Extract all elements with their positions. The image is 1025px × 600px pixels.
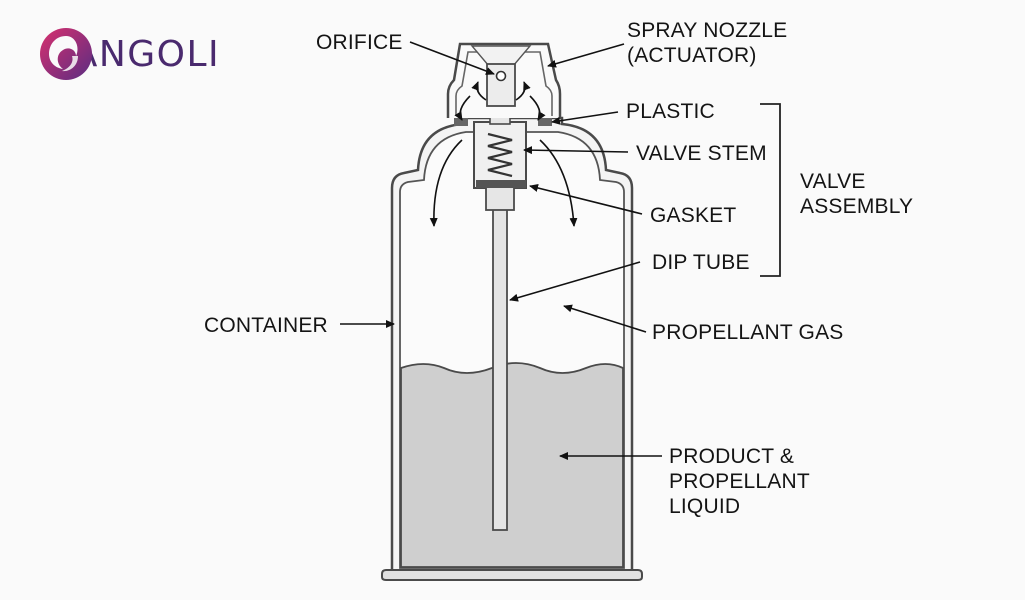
valve-spring [487, 132, 513, 178]
label-gasket: GASKET [650, 204, 737, 227]
plastic-cap-left [454, 118, 468, 126]
yangoli-logo-icon [40, 28, 92, 80]
label-container: CONTAINER [204, 314, 328, 337]
label-propellant-gas: PROPELLANT GAS [652, 321, 844, 344]
brand-logo: YANGOLI [38, 26, 220, 82]
container-base [381, 569, 643, 581]
spray-nozzle [446, 42, 562, 118]
liquid-fill [400, 362, 624, 568]
plastic-cap-right [538, 118, 552, 126]
label-dip-tube: DIP TUBE [652, 251, 750, 274]
label-plastic: PLASTIC [626, 100, 715, 123]
label-valve-assembly: VALVE ASSEMBLY [800, 170, 914, 218]
label-valve-stem: VALVE STEM [636, 142, 767, 165]
gasket [476, 180, 526, 188]
dip-tube [492, 205, 508, 531]
flow-arrows [429, 81, 578, 227]
label-orifice: ORIFICE [316, 31, 403, 54]
valve-assembly-bracket [760, 103, 781, 277]
orifice-hole [495, 70, 507, 82]
label-spray-nozzle: SPRAY NOZZLE (ACTUATOR) [627, 19, 788, 67]
leader-arrows [340, 41, 662, 460]
label-product-liquid: PRODUCT & PROPELLANT LIQUID [669, 445, 810, 518]
